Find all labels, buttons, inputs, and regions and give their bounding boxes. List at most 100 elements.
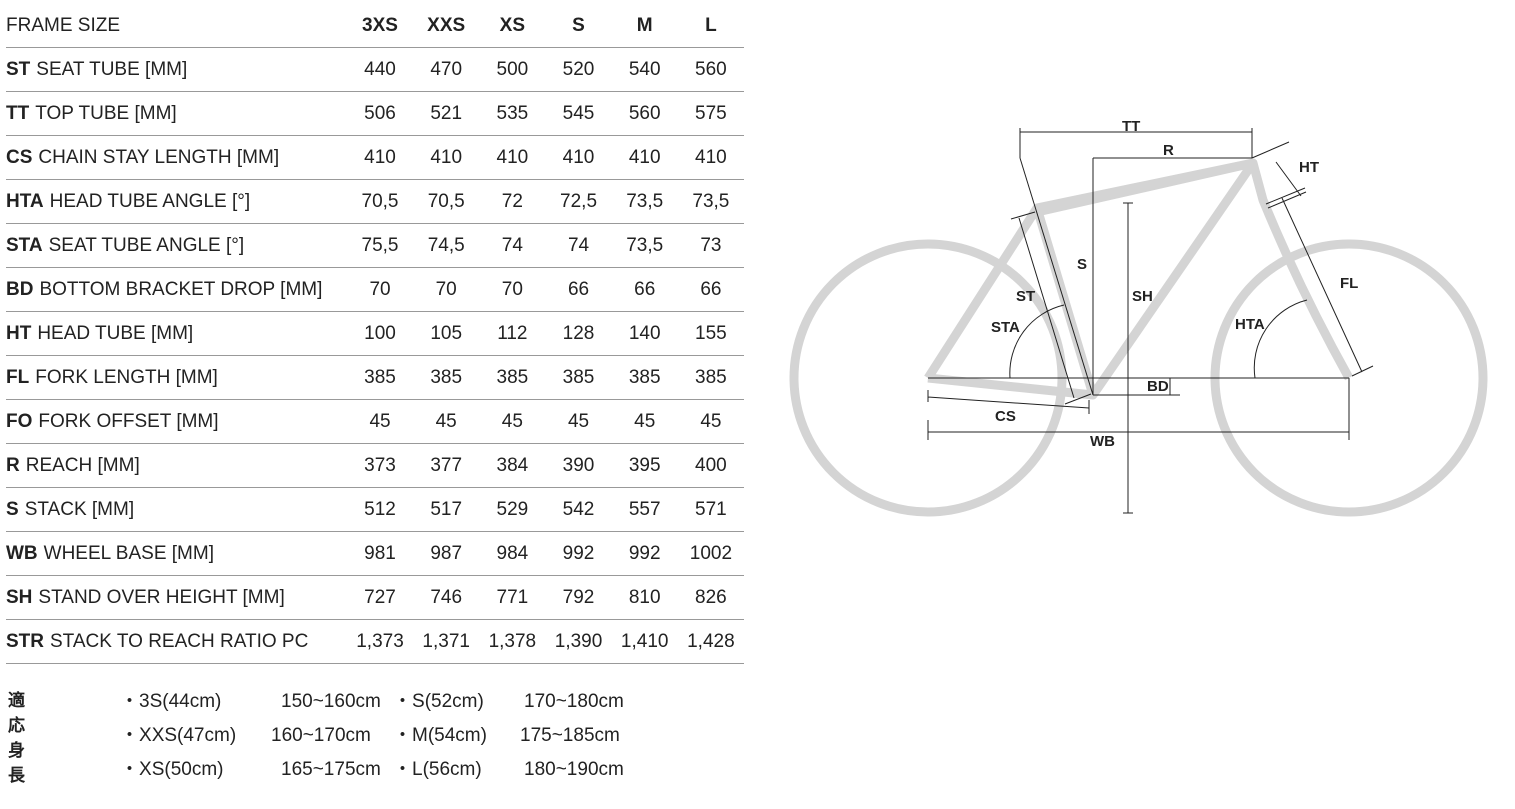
cell-value: 75,5 — [346, 223, 414, 268]
cell-value: 981 — [346, 531, 414, 576]
cell-value: 373 — [346, 443, 414, 488]
row-abbr: WB — [6, 542, 38, 564]
cell-value: 45 — [479, 399, 546, 444]
cell-value: 45 — [677, 399, 744, 444]
cell-value: 66 — [677, 267, 744, 312]
row-abbr: R — [6, 454, 20, 476]
fit-height-item: ・M(54cm)175~185cm — [393, 720, 620, 747]
cell-value: 571 — [677, 487, 744, 532]
row-abbr: CS — [6, 146, 33, 168]
fit-range: 175~185cm — [520, 725, 620, 746]
cell-value: 520 — [545, 47, 612, 92]
ht-dimension — [1251, 141, 1307, 209]
fit-range: 150~160cm — [281, 691, 381, 712]
cell-value: 385 — [677, 355, 744, 400]
row-abbr: FL — [6, 366, 30, 388]
header-size: L — [677, 4, 744, 48]
cell-value: 771 — [479, 575, 546, 620]
tt-dimension — [1019, 128, 1253, 158]
cell-value: 140 — [611, 311, 678, 356]
cell-value: 1,373 — [346, 619, 414, 664]
cell-value: 385 — [479, 355, 546, 400]
row-name: STAND OVER HEIGHT [MM] — [38, 586, 285, 608]
cell-value: 792 — [545, 575, 612, 620]
cell-value: 66 — [545, 267, 612, 312]
cell-value: 73 — [677, 223, 744, 268]
fit-height-title: 適応身長 — [8, 691, 25, 785]
cell-value: 73,5 — [611, 223, 678, 268]
cell-value: 992 — [545, 531, 612, 576]
fit-height-item: ・XS(50cm)165~175cm — [120, 754, 381, 781]
cell-value: 395 — [611, 443, 678, 488]
row-abbr: STA — [6, 234, 43, 256]
cell-value: 1,390 — [545, 619, 612, 664]
header-frame-size: FRAME SIZE — [6, 4, 347, 48]
row-name: CHAIN STAY LENGTH [MM] — [38, 146, 280, 168]
bullet: ・ — [393, 725, 413, 746]
row-abbr: S — [6, 498, 19, 520]
row-name: SEAT TUBE ANGLE [°] — [48, 234, 245, 256]
cell-value: 1,428 — [677, 619, 744, 664]
row-abbr: SH — [6, 586, 33, 608]
cell-value: 746 — [413, 575, 480, 620]
fit-size: XXS(47cm) — [139, 725, 237, 746]
cell-value: 45 — [346, 399, 414, 444]
row-name: WHEEL BASE [MM] — [43, 542, 214, 564]
seat-axis-line — [1019, 157, 1094, 396]
cell-value: 410 — [479, 135, 546, 180]
cell-value: 470 — [413, 47, 480, 92]
sh-dimension — [1123, 202, 1133, 514]
cell-value: 560 — [677, 47, 744, 92]
sta-arc — [1009, 304, 1065, 379]
cell-value: 529 — [479, 487, 546, 532]
cell-value: 500 — [479, 47, 546, 92]
row-name: SEAT TUBE [MM] — [36, 58, 188, 80]
cell-value: 384 — [479, 443, 546, 488]
cell-value: 66 — [611, 267, 678, 312]
cell-value: 1,371 — [413, 619, 480, 664]
fit-height-item: ・L(56cm)180~190cm — [393, 754, 624, 781]
cell-value: 560 — [611, 91, 678, 136]
cell-value: 575 — [677, 91, 744, 136]
header-size: XXS — [413, 4, 480, 48]
row-name: FORK LENGTH [MM] — [35, 366, 218, 388]
row-name: STACK TO REACH RATIO PC — [50, 630, 309, 652]
cell-value: 385 — [545, 355, 612, 400]
row-name: FORK OFFSET [MM] — [38, 410, 219, 432]
cell-value: 70,5 — [346, 179, 414, 224]
label-wb: WB — [1090, 433, 1115, 450]
row-abbr: HTA — [6, 190, 44, 212]
row-name: HEAD TUBE ANGLE [°] — [49, 190, 251, 212]
cell-value: 385 — [413, 355, 480, 400]
cell-value: 1,410 — [611, 619, 678, 664]
hta-arc — [1253, 299, 1308, 379]
cell-value: 385 — [346, 355, 414, 400]
row-name: BOTTOM BRACKET DROP [MM] — [39, 278, 323, 300]
row-name: HEAD TUBE [MM] — [37, 322, 194, 344]
bullet: ・ — [120, 725, 140, 746]
label-sh: SH — [1132, 288, 1153, 305]
cell-value: 826 — [677, 575, 744, 620]
cell-value: 45 — [611, 399, 678, 444]
cell-value: 45 — [545, 399, 612, 444]
bullet: ・ — [120, 691, 140, 712]
cell-value: 70 — [479, 267, 546, 312]
cell-value: 74 — [545, 223, 612, 268]
cell-value: 74,5 — [413, 223, 480, 268]
cell-value: 987 — [413, 531, 480, 576]
